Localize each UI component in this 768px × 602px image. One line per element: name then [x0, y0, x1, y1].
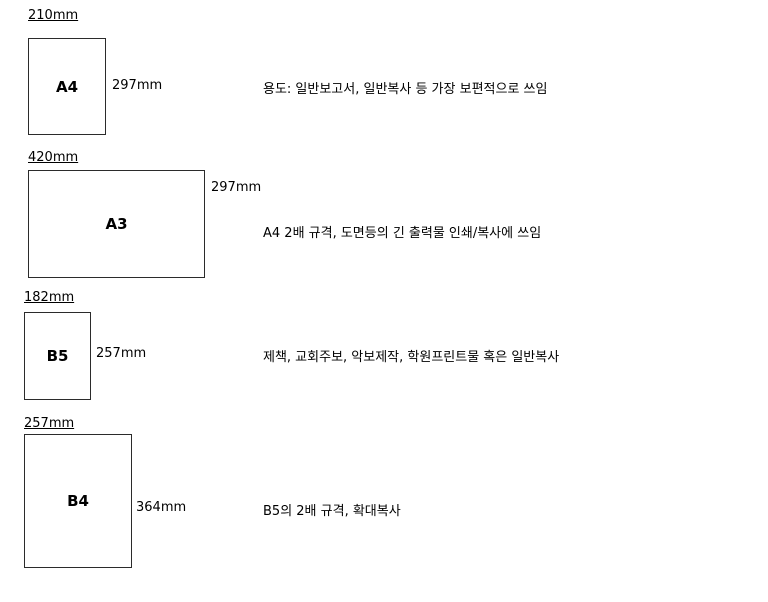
a4-width-label: 210mm [28, 8, 79, 23]
a4-height-label: 297mm [112, 78, 163, 93]
a4-paper-name: A4 [55, 77, 79, 96]
b5-width-label: 182mm [24, 290, 75, 305]
b4-width-label: 257mm [24, 416, 75, 431]
b4-height-label: 364mm [136, 500, 187, 515]
a3-description: A4 2배 규격, 도면등의 긴 출력물 인쇄/복사에 쓰임 [263, 226, 542, 241]
b5-paper-name: B5 [46, 347, 69, 365]
b5-paper-box: B5 [24, 312, 91, 400]
a3-width-label: 420mm [28, 150, 79, 165]
b5-description: 제책, 교회주보, 악보제작, 학원프린트물 혹은 일반복사 [263, 350, 560, 365]
b4-paper-name: B4 [67, 492, 89, 510]
b5-height-label: 257mm [96, 346, 147, 361]
a3-height-label: 297mm [211, 180, 262, 195]
a3-paper-box: A3 [28, 170, 205, 278]
b4-description: B5의 2배 규격, 확대복사 [263, 504, 401, 519]
a3-paper-name: A3 [105, 215, 128, 233]
a4-paper-box: A4 [28, 38, 106, 135]
b4-paper-box: B4 [24, 434, 132, 568]
a4-description: 용도: 일반보고서, 일반복사 등 가장 보편적으로 쓰임 [263, 82, 548, 97]
